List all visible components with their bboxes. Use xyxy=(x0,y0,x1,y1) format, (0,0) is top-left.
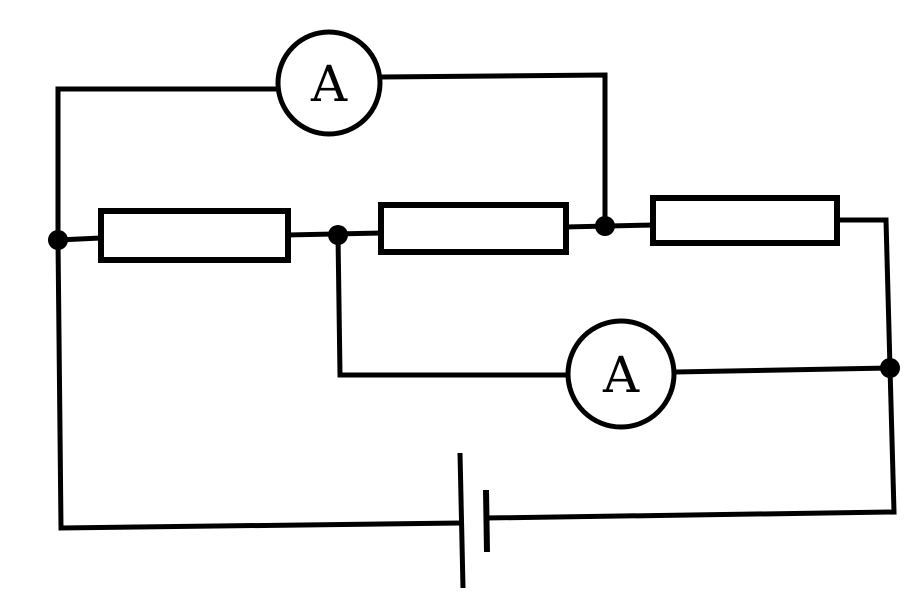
battery-positive-plate xyxy=(457,452,466,589)
resistor-3 xyxy=(650,195,840,246)
wire-top-right xyxy=(377,72,608,229)
wires xyxy=(55,72,897,531)
wire-top-left xyxy=(55,86,281,243)
junction-r2-r3 xyxy=(595,216,615,236)
wire-bottom-right xyxy=(484,365,897,521)
ammeter-top-label: A xyxy=(310,55,348,113)
junction-right xyxy=(880,358,900,378)
ammeter-top: A xyxy=(275,29,383,137)
resistor-2 xyxy=(378,202,569,255)
ammeter-bottom: A xyxy=(565,318,677,430)
junctions xyxy=(48,216,900,378)
ammeter-bottom-ring xyxy=(565,318,677,430)
wire-bottom-left xyxy=(55,237,461,531)
battery-negative-plate xyxy=(483,489,490,553)
junction-left xyxy=(48,230,68,250)
resistor-1 xyxy=(98,208,291,263)
ammeter-top-ring xyxy=(275,29,383,137)
wire-row-right xyxy=(834,217,893,371)
wire-mid-left xyxy=(335,232,571,378)
ammeter-bottom-label: A xyxy=(602,346,640,404)
resistors xyxy=(98,195,840,263)
battery xyxy=(457,452,490,589)
junction-r1-r2 xyxy=(328,225,348,245)
wire-mid-right xyxy=(673,365,893,375)
